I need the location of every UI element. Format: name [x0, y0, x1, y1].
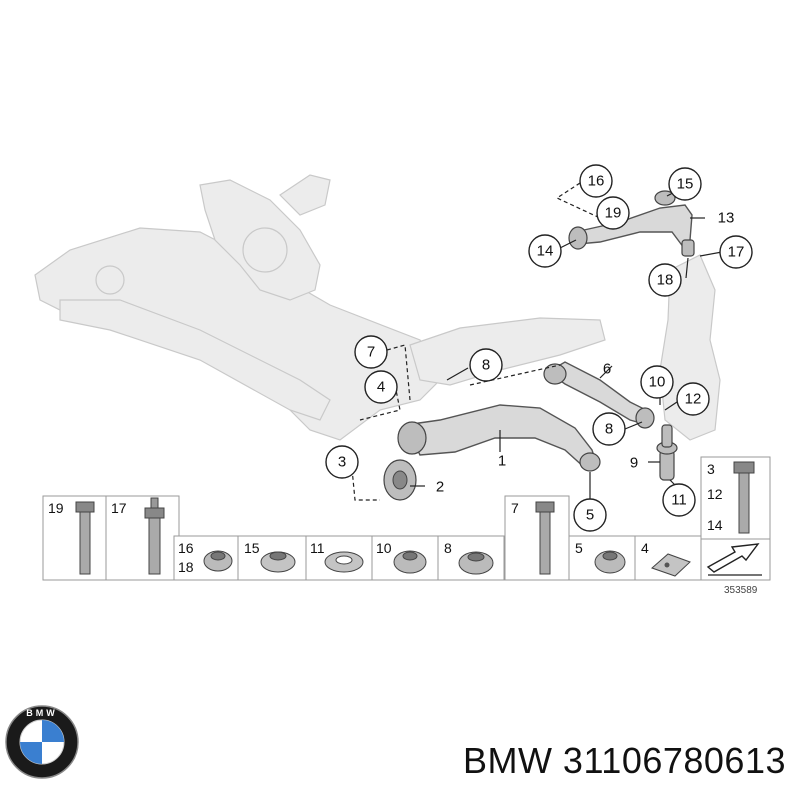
- callout-19: 19: [596, 196, 630, 230]
- direction-arrow-icon: [706, 543, 760, 573]
- svg-text:8: 8: [444, 540, 452, 556]
- svg-text:7: 7: [511, 500, 519, 516]
- callout-2-label: 2: [436, 479, 444, 496]
- svg-text:5: 5: [586, 507, 594, 524]
- callout-8-upper: 8: [469, 348, 503, 382]
- callout-18: 18: [648, 263, 682, 297]
- callout-11: 11: [662, 483, 696, 517]
- svg-text:10: 10: [376, 540, 392, 556]
- ball-joint: [656, 424, 678, 481]
- svg-text:4: 4: [641, 540, 649, 556]
- brand-footer: BMW BMW 31106780613: [0, 700, 800, 800]
- panel-cell-10: 10: [371, 535, 439, 581]
- svg-text:19: 19: [605, 205, 622, 222]
- svg-text:16: 16: [588, 173, 605, 190]
- callout-8-lower: 8: [592, 412, 626, 446]
- bmw-logo-icon: BMW: [5, 705, 79, 779]
- svg-text:17: 17: [111, 500, 127, 516]
- callout-4: 4: [364, 370, 398, 404]
- svg-text:2: 2: [436, 479, 444, 496]
- svg-text:11: 11: [671, 492, 687, 509]
- reference-number: 353589: [724, 585, 758, 596]
- panel-cell-5: 5: [568, 535, 636, 581]
- logo-letters: BMW: [26, 708, 58, 718]
- panel-cell-3-12-14: 3 12 14: [700, 456, 771, 540]
- svg-text:4: 4: [377, 379, 385, 396]
- callout-13-label: 13: [718, 210, 735, 227]
- svg-text:18: 18: [657, 272, 674, 289]
- svg-text:12: 12: [685, 391, 702, 408]
- callout-7: 7: [354, 335, 388, 369]
- subframe-ghost: [34, 174, 721, 441]
- panel-cell-15: 15: [237, 535, 307, 581]
- panel-cell-11: 11: [305, 535, 373, 581]
- callout-12: 12: [676, 382, 710, 416]
- svg-text:8: 8: [482, 357, 490, 374]
- callout-16: 16: [579, 164, 613, 198]
- svg-text:8: 8: [605, 421, 613, 438]
- callout-1-label: 1: [498, 453, 506, 470]
- svg-text:18: 18: [178, 559, 194, 575]
- svg-text:1: 1: [498, 453, 506, 470]
- panel-cell-7: 7: [504, 495, 570, 581]
- callout-10: 10: [640, 365, 674, 399]
- panel-cell-19: 19: [42, 495, 107, 581]
- svg-text:14: 14: [537, 243, 554, 260]
- upper-control-arm: [568, 190, 695, 257]
- callout-3: 3: [325, 445, 359, 479]
- panel-cell-16-18: 16 18: [173, 535, 239, 581]
- callout-14: 14: [528, 234, 562, 268]
- panel-cell-4: 4: [634, 535, 702, 581]
- svg-text:17: 17: [728, 244, 745, 261]
- callout-5: 5: [573, 498, 607, 532]
- svg-text:5: 5: [575, 540, 583, 556]
- svg-text:3: 3: [338, 454, 346, 471]
- callout-9-label: 9: [630, 455, 638, 472]
- svg-text:16: 16: [178, 540, 194, 556]
- callout-17: 17: [719, 235, 753, 269]
- svg-text:9: 9: [630, 455, 638, 472]
- svg-text:19: 19: [48, 500, 64, 516]
- parts-panel: 19 17 16 18 15 11: [42, 456, 771, 596]
- svg-text:15: 15: [244, 540, 260, 556]
- panel-cell-8: 8: [437, 535, 505, 581]
- bushing: [383, 459, 417, 501]
- part-title: BMW 31106780613: [462, 740, 786, 781]
- svg-text:11: 11: [310, 540, 325, 556]
- svg-text:15: 15: [677, 176, 694, 193]
- callout-6-label: 6: [603, 361, 611, 378]
- svg-text:7: 7: [367, 344, 375, 361]
- svg-text:3: 3: [707, 461, 715, 477]
- svg-text:6: 6: [603, 361, 611, 378]
- svg-text:13: 13: [718, 210, 735, 227]
- callout-15: 15: [668, 167, 702, 201]
- svg-text:14: 14: [707, 517, 723, 533]
- svg-text:10: 10: [649, 374, 666, 391]
- panel-cell-17: 17: [105, 495, 180, 581]
- svg-text:12: 12: [707, 486, 723, 502]
- direction-arrow-box: [700, 538, 771, 581]
